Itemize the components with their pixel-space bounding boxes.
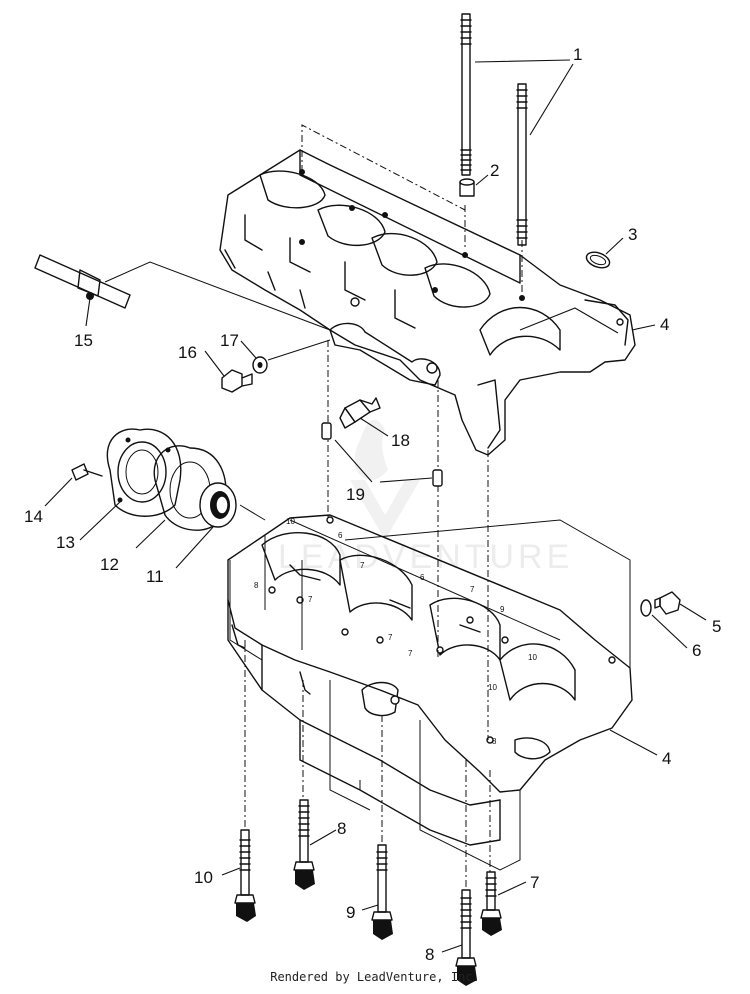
footer-credit: Rendered by LeadVenture, Inc.: [270, 970, 480, 984]
callout-14: 14: [24, 507, 43, 526]
bolt-7: [480, 871, 502, 936]
svg-text:8: 8: [492, 737, 497, 746]
callout-9: 9: [346, 903, 355, 922]
svg-text:6: 6: [338, 531, 343, 540]
svg-text:9: 9: [500, 605, 505, 614]
stud-short: [516, 83, 528, 246]
bolt-10: [234, 829, 256, 922]
oil-seal: [199, 482, 237, 528]
callout-15: 15: [74, 331, 93, 350]
svg-text:7: 7: [470, 585, 475, 594]
callout-12: 12: [100, 555, 119, 574]
drain-plug: [654, 591, 681, 615]
o-ring: [585, 251, 611, 269]
callout-4-upper: 4: [660, 315, 669, 334]
svg-text:10: 10: [488, 683, 497, 692]
temperature-sensor: [339, 397, 381, 429]
callout-6: 6: [692, 641, 701, 660]
callout-2: 2: [490, 161, 499, 180]
callout-13: 13: [56, 533, 75, 552]
callout-4-lower: 4: [662, 749, 671, 768]
alignment-lines: [229, 124, 631, 890]
callout-5: 5: [712, 617, 721, 636]
leadventure-watermark: LEADVENTURE: [278, 419, 573, 576]
svg-text:10: 10: [528, 653, 537, 662]
svg-text:7: 7: [388, 633, 393, 642]
callout-10: 10: [194, 868, 213, 887]
dowel-sleeve: [459, 178, 475, 197]
svg-text:7: 7: [408, 649, 413, 658]
dowel-pin-lower: [432, 469, 443, 487]
dowel-pin-upper: [321, 422, 332, 440]
bolt-8-left: [293, 799, 315, 890]
callout-8-lower: 8: [425, 945, 434, 964]
svg-text:7: 7: [308, 595, 313, 604]
callout-3: 3: [628, 225, 637, 244]
sealing-washer: [640, 599, 652, 617]
oil-line: [34, 254, 331, 331]
svg-text:7: 7: [360, 561, 365, 570]
stud-long: [460, 13, 472, 176]
leader-lines: [44, 59, 707, 953]
svg-text:10: 10: [286, 517, 295, 526]
callout-17: 17: [220, 331, 239, 350]
callout-11: 11: [146, 567, 164, 586]
callout-7: 7: [530, 873, 539, 892]
watermark-text: LEADVENTURE: [278, 538, 573, 576]
cover-screw: [71, 463, 103, 481]
callout-8-upper: 8: [337, 819, 346, 838]
washer: [252, 339, 331, 374]
bolt-8-right: [455, 889, 477, 986]
svg-text:6: 6: [420, 573, 425, 582]
callout-19: 19: [346, 485, 365, 504]
callout-18: 18: [391, 431, 410, 450]
callout-16: 16: [178, 343, 197, 362]
callout-1: 1: [573, 45, 582, 64]
lower-crankcase: 10 6 6 7 7 7 9 10 7 7 10 8 8: [227, 514, 633, 846]
callouts: 1 2 3 4 4 5 6 7 8 8 9 10 11 12 13 14 15 …: [24, 45, 721, 964]
bolt-9: [371, 844, 393, 940]
svg-text:8: 8: [254, 581, 259, 590]
hex-bolt-small: [221, 369, 253, 393]
upper-crankcase: [219, 149, 636, 456]
